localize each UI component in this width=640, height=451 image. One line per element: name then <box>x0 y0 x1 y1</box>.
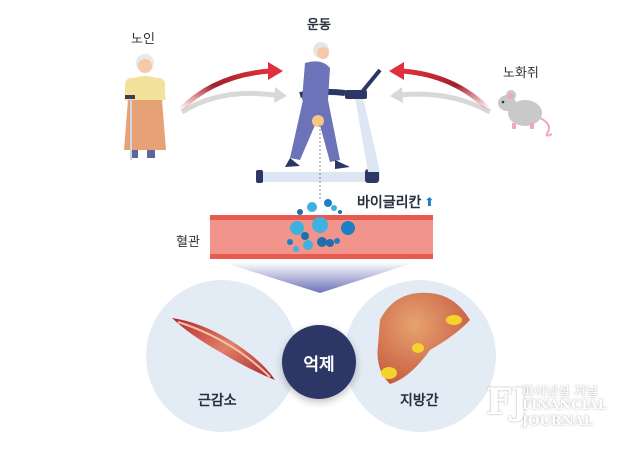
watermark-logo: FJ <box>486 381 529 423</box>
sarcopenia-label: 근감소 <box>198 393 237 409</box>
arrow-mouse-to-exercise <box>389 62 492 115</box>
watermark-line1: FINANCIAL <box>522 398 607 413</box>
elderly-woman-illustration <box>124 54 166 160</box>
suppress-label: 억제 <box>303 354 335 375</box>
aged-mouse-illustration <box>498 90 553 137</box>
funnel-arrow <box>222 262 416 293</box>
up-arrow-icon: ⬆ <box>424 195 435 209</box>
treadmill-runner-illustration <box>256 42 382 200</box>
fatty-liver-label: 지방간 <box>400 393 439 409</box>
exercise-label: 운동 <box>307 18 331 33</box>
suppress-badge: 억제 <box>282 325 356 399</box>
biglycan-label: 바이글리칸 <box>357 195 422 211</box>
watermark-line2: JOURNAL <box>522 414 593 429</box>
watermark-korean: 파이낸셜 저널 <box>522 385 598 400</box>
biglycan-indicator: 바이글리칸 ⬆ <box>357 192 434 212</box>
aged-mouse-label: 노화쥐 <box>503 66 539 81</box>
arrow-elderly-to-exercise <box>178 62 287 115</box>
biglycan-molecules <box>287 199 355 252</box>
elderly-label: 노인 <box>131 32 155 47</box>
blood-vessel-label: 혈관 <box>176 235 200 250</box>
